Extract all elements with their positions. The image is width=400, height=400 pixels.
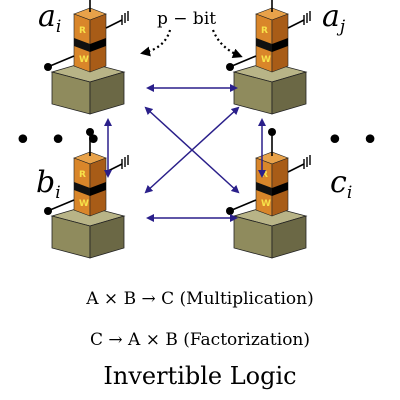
equation-multiplication: A × B → C (Multiplication) xyxy=(85,289,313,309)
write-label: W xyxy=(79,199,89,209)
pbit-pointer-left xyxy=(140,29,172,57)
write-label: W xyxy=(261,199,271,209)
node-label-b-i: bi xyxy=(36,165,61,203)
equation-factorization: C → A × B (Factorization) xyxy=(90,330,310,350)
read-label: R xyxy=(79,26,86,36)
node-label-c-i: ci xyxy=(330,165,352,203)
write-label: W xyxy=(261,55,271,65)
node-label-a-j: aj xyxy=(322,0,346,37)
pbit-device-b-i: R W xyxy=(43,127,129,259)
read-label: R xyxy=(79,170,86,180)
read-label: R xyxy=(261,26,268,36)
pbit-label: p − bit xyxy=(157,9,216,29)
ellipsis-right: • • • xyxy=(326,123,400,158)
write-label: W xyxy=(79,55,89,65)
pbit-pointer-right xyxy=(211,29,243,59)
pbit-device-a-i: R W xyxy=(43,0,129,115)
arrow-a-j-to-b-i xyxy=(144,106,240,194)
pbit-device-c-i: R W xyxy=(225,127,311,259)
node-label-a-i: ai xyxy=(38,0,61,37)
interconnect-arrows xyxy=(104,84,266,222)
pbit-device-a-j: R W xyxy=(225,0,311,115)
diagram-title: Invertible Logic xyxy=(103,362,296,390)
ellipsis-left: • • • xyxy=(14,123,106,158)
